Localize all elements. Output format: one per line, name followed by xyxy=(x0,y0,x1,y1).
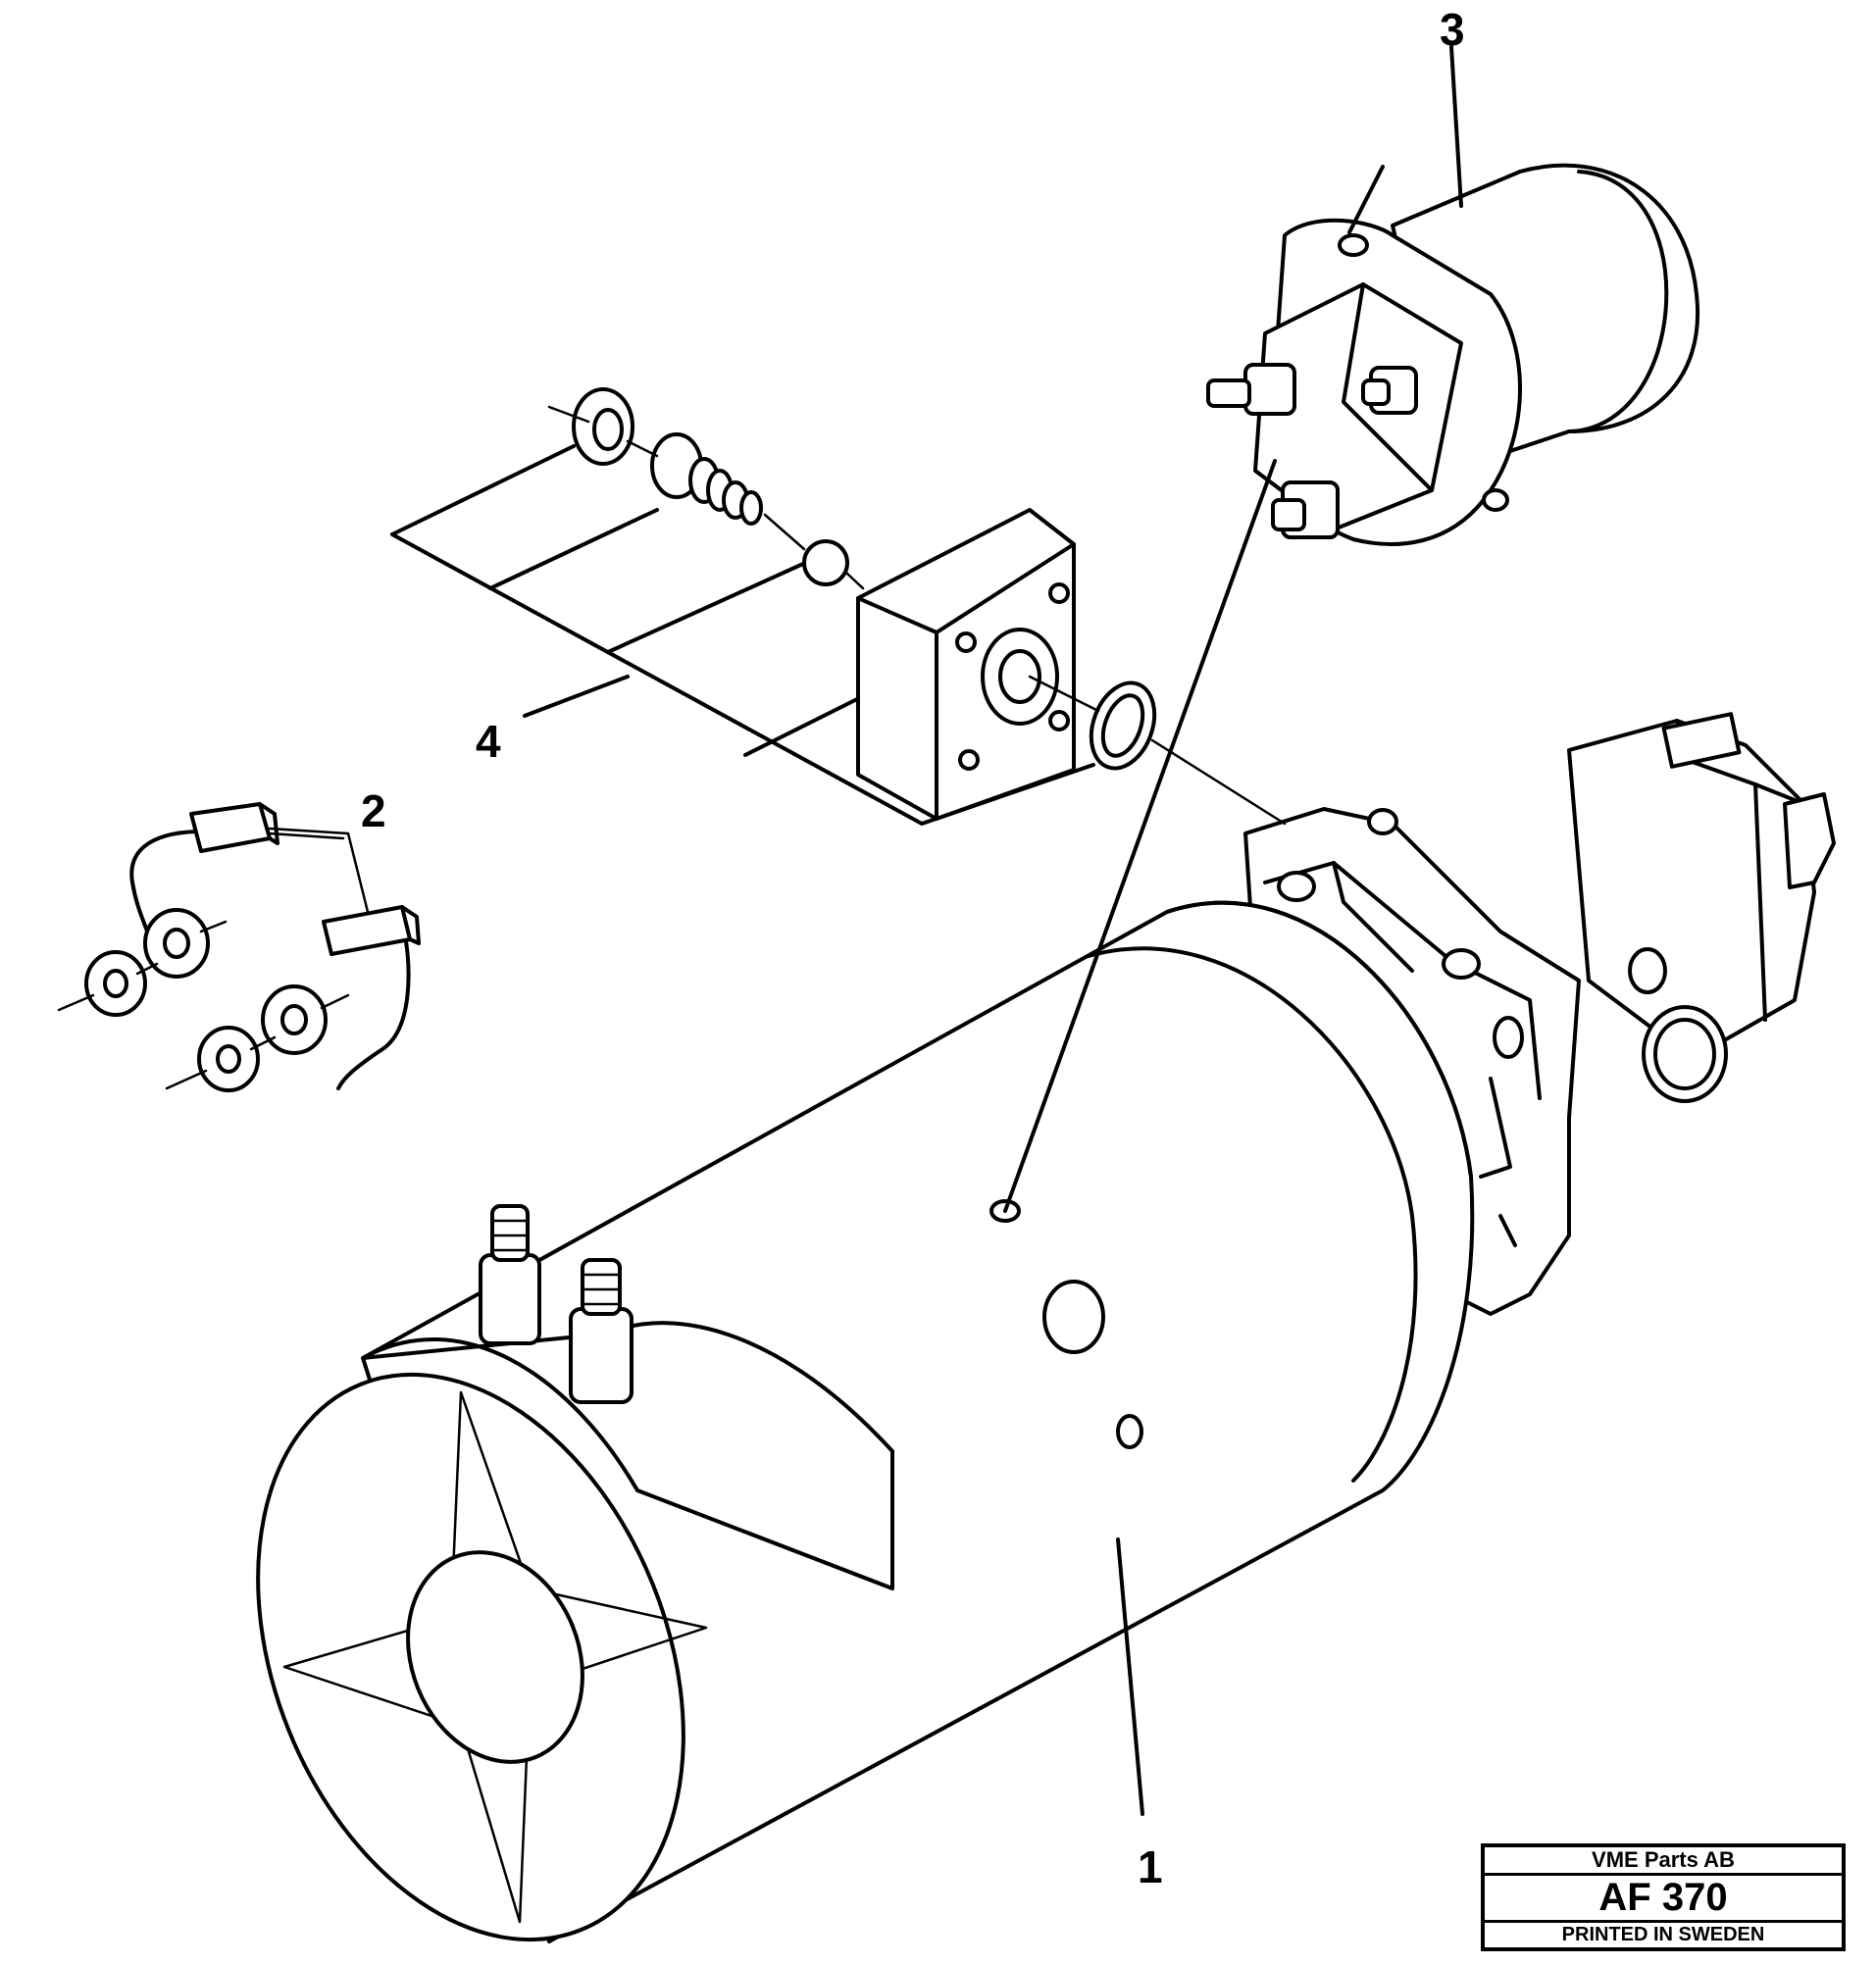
valve-kit xyxy=(390,387,1287,826)
brush-cable-set xyxy=(57,802,421,1092)
title-block: VME Parts AB AF 370 PRINTED IN SWEDEN xyxy=(1481,1843,1846,1951)
valve-ball xyxy=(802,539,849,586)
terminal-stud-1 xyxy=(479,1204,541,1345)
valve-spring xyxy=(650,432,763,526)
company-name: VME Parts AB xyxy=(1485,1847,1842,1876)
screw-hole xyxy=(1116,1414,1143,1449)
callout-1: 1 xyxy=(1138,1841,1163,1892)
valve-block xyxy=(856,508,1076,821)
callout-2: 2 xyxy=(361,785,386,836)
solenoid-terminal xyxy=(1206,363,1296,416)
solenoid xyxy=(1206,163,1700,546)
o-ring xyxy=(1089,680,1157,771)
hydraulic-pump xyxy=(1567,712,1836,1103)
terminal-washer xyxy=(84,950,147,1017)
seal-ring xyxy=(572,387,634,466)
drawing-code: AF 370 xyxy=(1485,1876,1842,1923)
terminal-stud-2 xyxy=(569,1258,634,1404)
callout-3: 3 xyxy=(1440,4,1465,55)
terminal-washer xyxy=(143,908,210,979)
brush xyxy=(189,802,279,853)
terminal-washer xyxy=(197,1026,260,1092)
inspection-plug xyxy=(1042,1280,1105,1354)
solenoid-terminal xyxy=(1271,480,1340,539)
callout-4: 4 xyxy=(476,716,501,767)
terminal-washer xyxy=(261,984,328,1055)
solenoid-terminal xyxy=(1361,366,1418,415)
brush xyxy=(322,905,421,956)
leader-lines xyxy=(268,45,1463,1816)
motor-body xyxy=(256,900,1475,1943)
printed-note: PRINTED IN SWEDEN xyxy=(1561,1924,1765,1945)
electric-motor-assembly xyxy=(256,712,1836,1943)
